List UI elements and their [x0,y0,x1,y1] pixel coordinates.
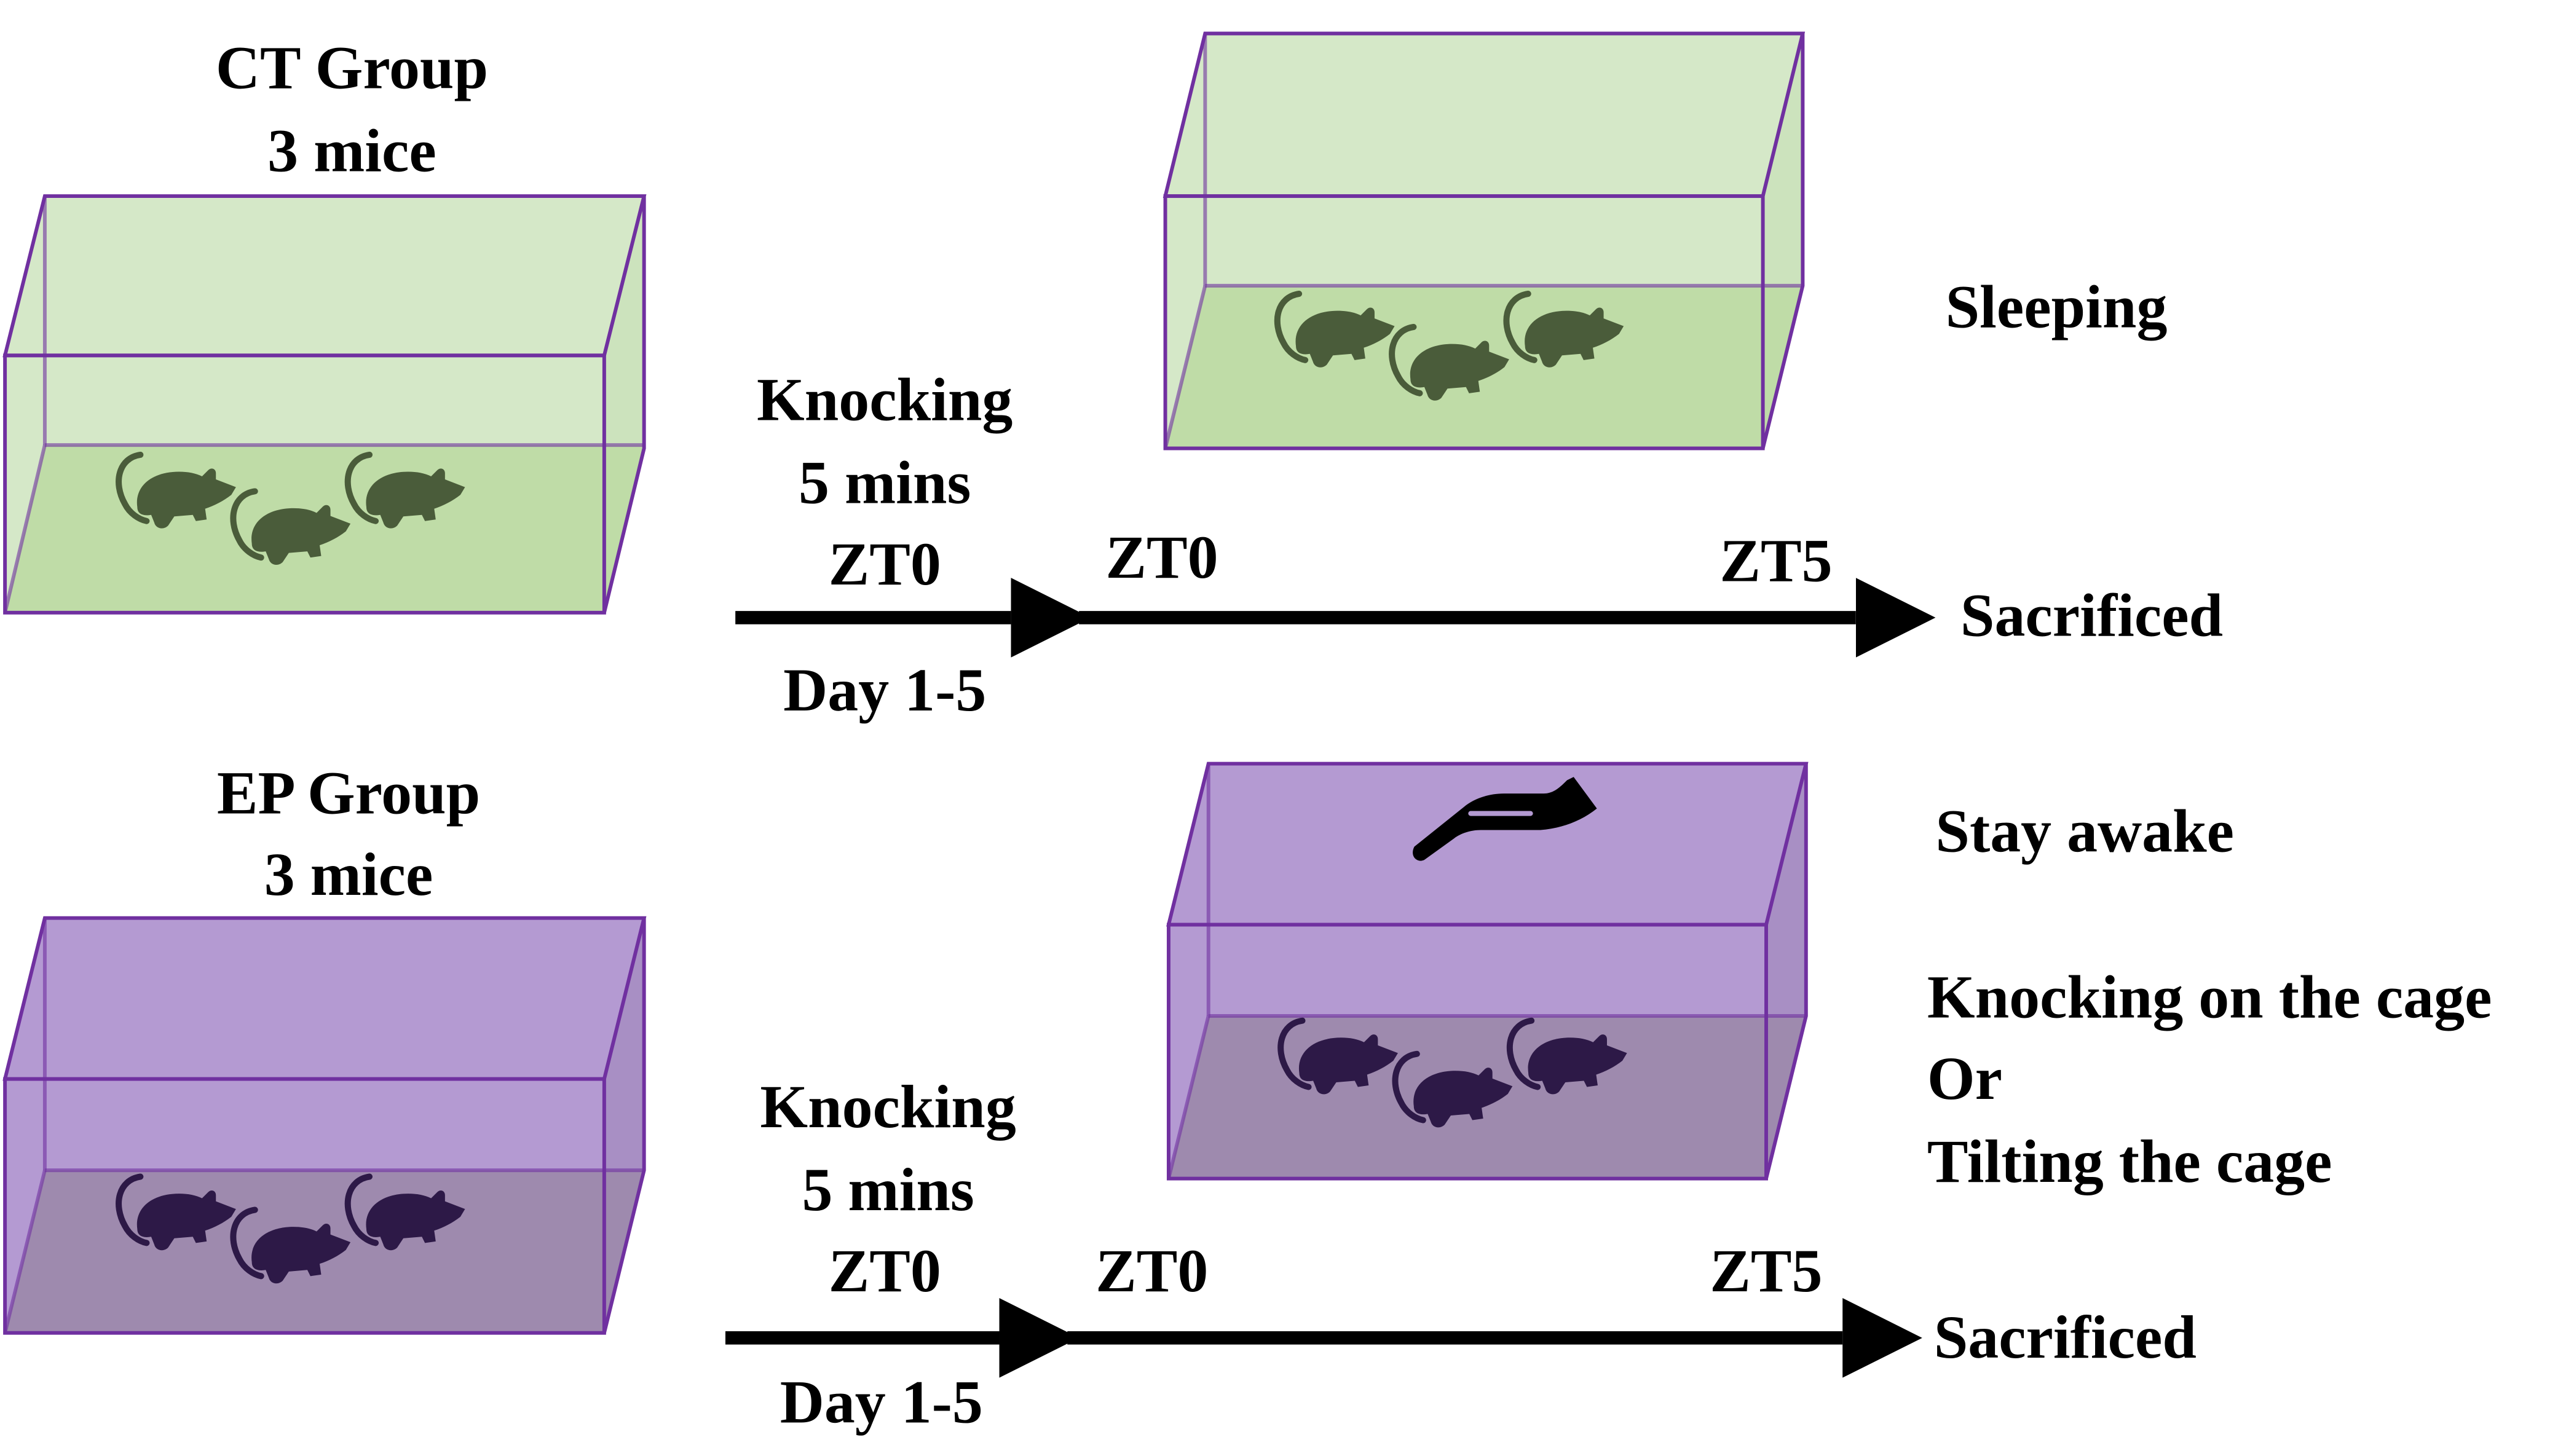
ep-cage-left [2,916,647,1335]
ep-protocol-line1: Knocking [760,1072,1016,1141]
ct-protocol-line1: Knocking [757,366,1013,434]
ct-group-count: 3 mice [267,117,436,185]
ep-group-count: 3 mice [264,840,433,908]
ct-condition: Sleeping [1946,272,2168,340]
ep-condition: Stay awake [1935,797,2234,865]
ep-method-line3: Tilting the cage [1927,1127,2332,1195]
ct-cage-left [2,194,647,615]
ep-cage-right [1166,761,1809,1181]
ep-outcome: Sacrificed [1934,1303,2197,1371]
ct-group-title: CT Group [216,34,488,102]
ct-timeline-end: ZT5 [1719,527,1832,595]
ep-method-line1: Knocking on the cage [1927,963,2492,1031]
ct-timeline-start: ZT0 [1105,523,1218,591]
ep-group-title: EP Group [217,759,480,827]
ct-outcome: Sacrificed [1960,581,2223,650]
hand-icon [1413,777,1597,861]
ct-protocol-line3: ZT0 [829,530,941,598]
ep-method-line2: Or [1927,1044,2002,1112]
ct-cage-right [1163,31,1806,451]
ep-protocol-line3: ZT0 [829,1237,941,1305]
ep-timeline-end: ZT5 [1710,1237,1822,1305]
ct-protocol-line2: 5 mins [799,449,971,517]
ct-protocol-days: Day 1-5 [783,656,986,724]
ep-protocol-days: Day 1-5 [780,1368,983,1436]
ep-protocol-line2: 5 mins [802,1155,974,1224]
ep-timeline-start: ZT0 [1095,1237,1208,1305]
